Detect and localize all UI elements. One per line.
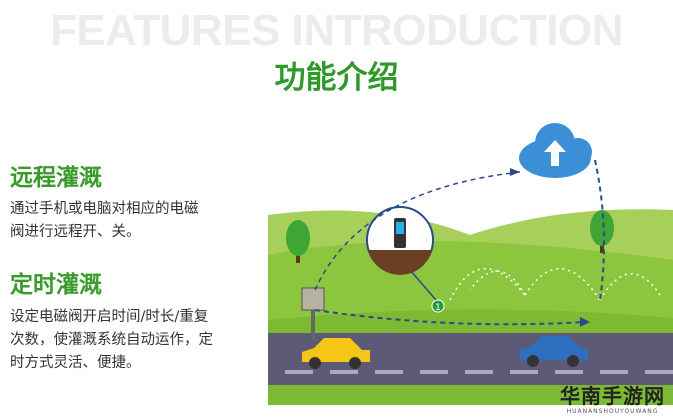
blue-car-icon bbox=[520, 336, 588, 367]
page-title: 功能介绍 bbox=[274, 60, 399, 96]
desc-line: 阀进行远程开、关。 bbox=[10, 224, 141, 240]
marker-badge bbox=[431, 299, 445, 313]
watermark-text: 华南手游网 bbox=[560, 384, 665, 408]
desc-line: 时方式灵活、便捷。 bbox=[10, 355, 141, 371]
sensor-icon bbox=[366, 206, 434, 275]
cloud-upload-icon bbox=[519, 123, 592, 178]
marker-label: 1 bbox=[435, 303, 441, 313]
desc-line: 通过手机或电脑对相应的电磁 bbox=[10, 201, 199, 217]
yellow-car-icon bbox=[302, 338, 370, 369]
background-title: FEATURES INTRODUCTION bbox=[50, 6, 623, 55]
desc-line: 次数，使灌溉系统自动运作，定 bbox=[10, 332, 213, 348]
desc-line: 设定电磁阀开启时间/时长/重复 bbox=[10, 309, 209, 325]
control-path bbox=[314, 309, 586, 326]
feature-title-remote: 远程灌溉 bbox=[10, 165, 102, 191]
remote-path bbox=[314, 171, 521, 291]
sprinkler-arcs bbox=[449, 268, 661, 301]
watermark: 华南手游网 HUANANSHOUYOUWANG bbox=[560, 384, 665, 416]
feature-desc-timed: 设定电磁阀开启时间/时长/重复 次数，使灌溉系统自动运作，定 时方式灵活、便捷。 bbox=[10, 306, 265, 375]
road-markings bbox=[285, 370, 673, 374]
tree-icon bbox=[590, 210, 614, 253]
feature-title-timed: 定时灌溉 bbox=[10, 272, 102, 298]
tree-icon bbox=[286, 220, 310, 263]
controller-box-icon bbox=[301, 287, 325, 340]
watermark-subtext: HUANANSHOUYOUWANG bbox=[566, 408, 659, 415]
feature-desc-remote: 通过手机或电脑对相应的电磁 阀进行远程开、关。 bbox=[10, 198, 265, 244]
